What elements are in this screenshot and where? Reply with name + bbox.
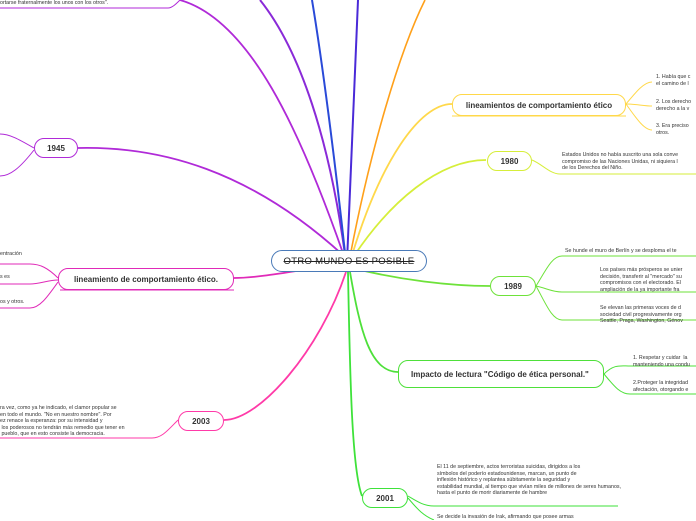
topic-lineamientos-comportamiento[interactable]: lineamientos de comportamiento ético [452, 94, 626, 116]
topic-2001[interactable]: 2001 [362, 488, 408, 508]
note-2001-1: El 11 de septiembre, actos terroristas s… [437, 464, 622, 497]
note-1989-3: Se elevan las primeras voces de d socied… [600, 305, 683, 325]
branch-impacto-sub1 [603, 365, 696, 375]
topic-lineamiento-comportamiento[interactable]: lineamiento de comportamiento ético. [58, 268, 234, 290]
note-lineamientos-3: 3. Era preciso otros. [656, 123, 689, 136]
topic-impacto-lectura[interactable]: Impacto de lectura "Código de ética pers… [398, 360, 604, 388]
note-2001-2: Se decide la invasión de Irak, afirmando… [437, 514, 574, 520]
branch-lineamientos-sub3 [625, 103, 653, 131]
branch-1945-sub2 [0, 149, 35, 177]
branch-1989-sub1 [535, 255, 696, 287]
note-2003: ra vez, como ya he indicado, el clamor p… [0, 405, 125, 438]
branch-1989-sub2 [535, 285, 696, 293]
branch-2001 [347, 271, 363, 497]
topic-1989[interactable]: 1989 [490, 276, 536, 296]
note-lineamiento-3: os y otros. [0, 299, 25, 305]
branch-lineamiento-sub2 [0, 279, 59, 285]
note-lineamientos-1: 1. Había que c el camino de l [656, 74, 691, 87]
branch-lineamiento-sub3 [0, 281, 59, 309]
branch-2001-sub2 [407, 497, 435, 520]
branch-1980-sub [531, 159, 696, 175]
branch-top-orange [348, 0, 426, 263]
topic-1980[interactable]: 1980 [487, 151, 532, 171]
branch-2001-sub1 [407, 495, 618, 507]
branch-top-left [179, 0, 345, 257]
note-lineamientos-2: 2. Los derecho derecho a la v [656, 99, 692, 112]
topic-2003[interactable]: 2003 [178, 411, 224, 431]
branch-lineamiento-sub1 [0, 263, 59, 279]
branch-impacto [349, 271, 399, 373]
note-1989-2: Los países más prósperos se unier decisi… [600, 267, 683, 293]
branch-2003-sub [0, 419, 179, 439]
note-lineamiento-2: s es [0, 274, 10, 280]
branch-top-left-sub [0, 0, 181, 9]
branch-1945-sub1 [0, 133, 35, 149]
note-impacto-1: 1. Respetar y cuidar la manteniendo una … [633, 355, 690, 368]
note-impacto-2: 2.Proteger la integridad afectación, oto… [633, 380, 689, 393]
note-top-left: ortarse fraternalmente los unos con los … [0, 0, 109, 6]
branch-lineamientos-sub2 [625, 103, 653, 107]
branch-top-blue [311, 0, 347, 263]
branch-1980 [349, 159, 487, 263]
central-topic[interactable]: OTRO MUNDO ES POSIBLE [271, 250, 427, 272]
branch-1989-sub3 [535, 285, 696, 321]
note-lineamiento-1: entración [0, 251, 22, 257]
branch-lineamientos [349, 103, 453, 263]
branch-1945 [77, 147, 345, 257]
branch-top-purple [259, 0, 347, 263]
note-1989-1: Se hunde el muro de Berlín y se desploma… [565, 248, 677, 254]
branch-impacto-sub2 [603, 373, 696, 395]
topic-1945[interactable]: 1945 [34, 138, 78, 158]
note-1980: Estados Unidos no había suscrito una sol… [562, 152, 679, 172]
branch-2003 [223, 271, 347, 421]
branch-lineamientos-sub1 [625, 81, 653, 105]
branch-top-indigo [346, 0, 359, 263]
